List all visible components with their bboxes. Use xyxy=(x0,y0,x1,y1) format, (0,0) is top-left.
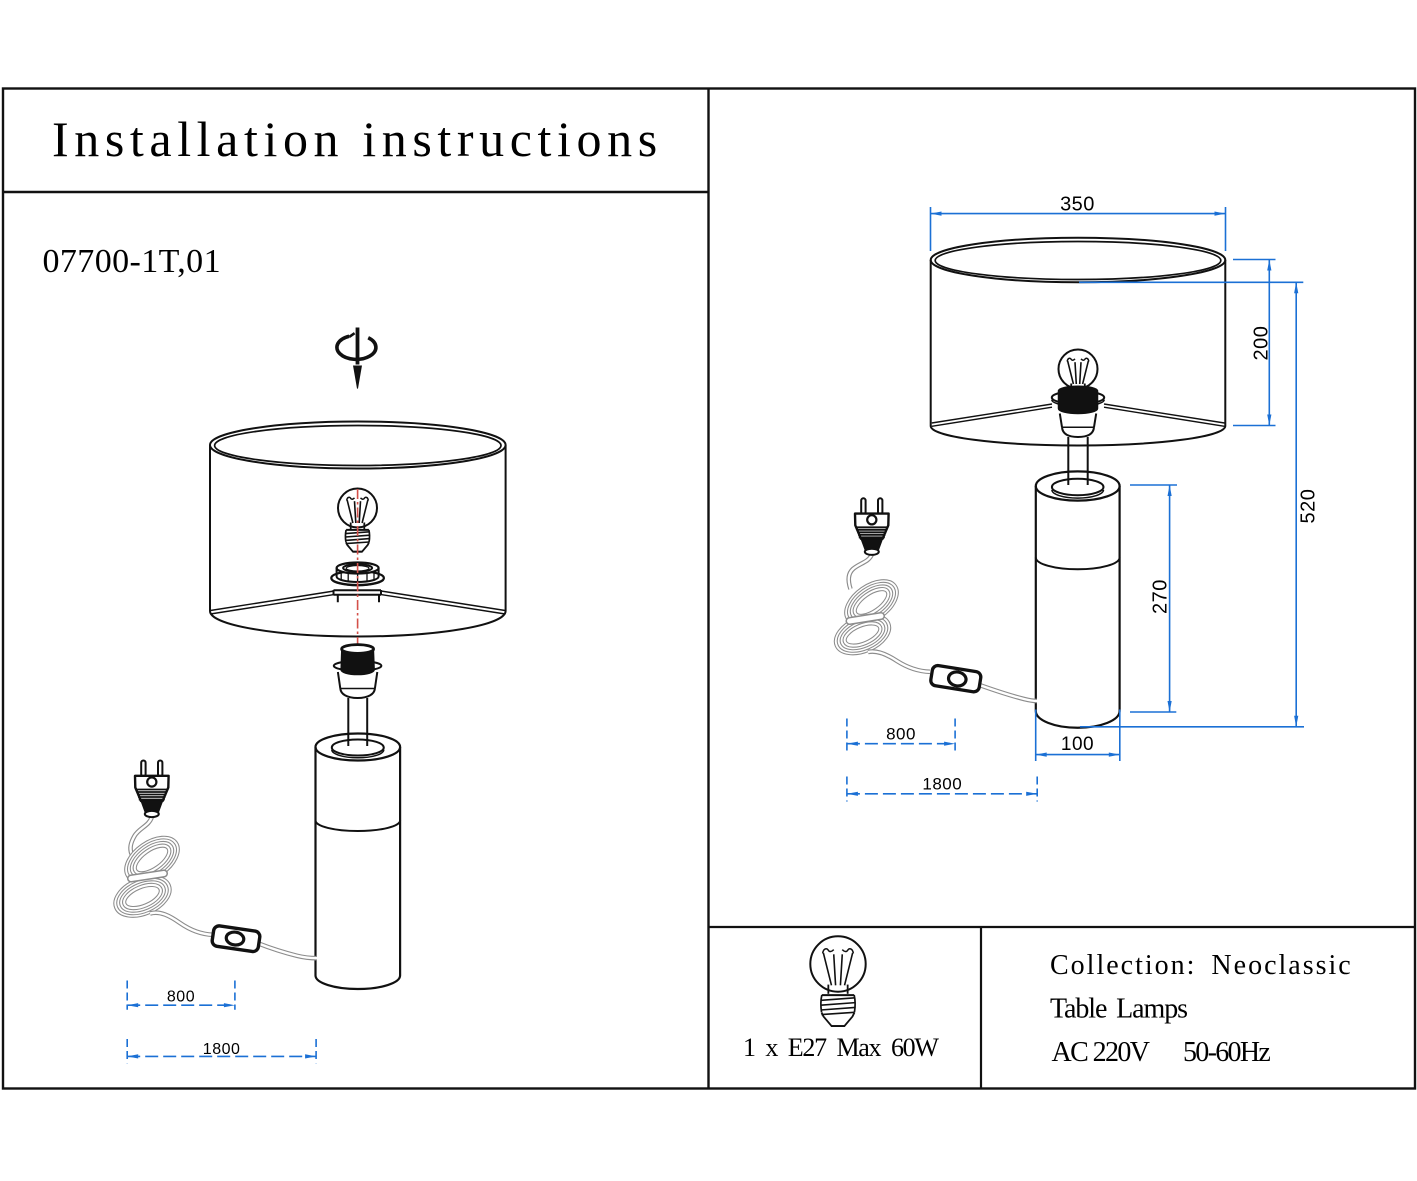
svg-text:1 x E27 Max 60W: 1 x E27 Max 60W xyxy=(743,1033,939,1062)
svg-text:200: 200 xyxy=(1251,326,1273,361)
svg-text:800: 800 xyxy=(167,988,195,1005)
svg-text:100: 100 xyxy=(1061,734,1094,755)
svg-text:Collection: Neoclassic: Collection: Neoclassic xyxy=(1050,950,1353,981)
svg-text:Installation instructions: Installation instructions xyxy=(52,111,663,167)
svg-text:270: 270 xyxy=(1150,579,1172,614)
svg-text:Table Lamps: Table Lamps xyxy=(1050,994,1187,1025)
svg-text:520: 520 xyxy=(1298,489,1320,524)
svg-text:800: 800 xyxy=(886,724,916,743)
svg-text:1800: 1800 xyxy=(922,775,962,794)
svg-text:50-60Hz: 50-60Hz xyxy=(1183,1037,1270,1068)
svg-text:07700-1T,01: 07700-1T,01 xyxy=(43,243,221,280)
svg-text:AC 220V: AC 220V xyxy=(1052,1037,1150,1068)
svg-text:1800: 1800 xyxy=(203,1041,241,1058)
svg-text:350: 350 xyxy=(1060,194,1095,216)
